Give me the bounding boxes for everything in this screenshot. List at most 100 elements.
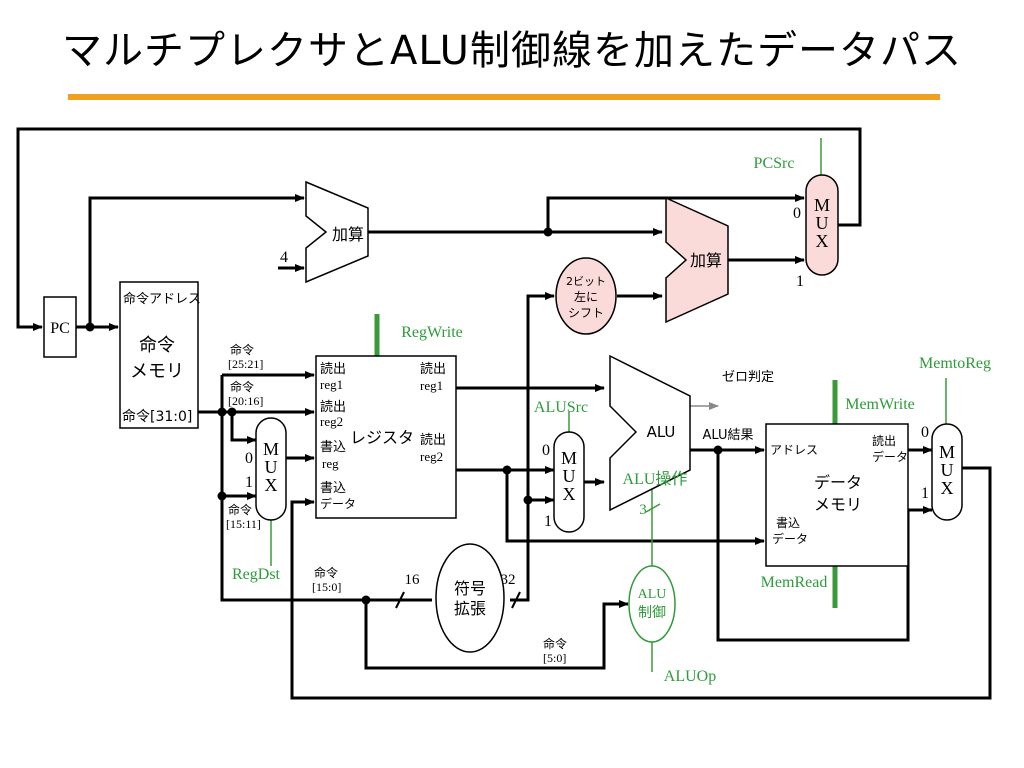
const-four: 4: [280, 249, 288, 266]
svg-text:メモリ: メモリ: [814, 495, 862, 514]
svg-text:命令: 命令: [228, 502, 252, 517]
svg-text:書込: 書込: [320, 481, 346, 496]
wire-imm-to-shift: [510, 292, 555, 602]
svg-text:X: X: [941, 478, 954, 498]
svg-text:0: 0: [542, 442, 550, 459]
svg-text:M: M: [939, 442, 955, 462]
bus-slash-32: [511, 591, 521, 609]
svg-text:データ: データ: [872, 449, 908, 464]
svg-text:シフト: シフト: [568, 306, 604, 320]
svg-text:[25:21]: [25:21]: [228, 357, 263, 371]
svg-text:M: M: [263, 439, 279, 459]
svg-text:X: X: [563, 484, 576, 504]
alusrc-mux: [553, 431, 585, 533]
svg-text:0: 0: [245, 450, 253, 467]
svg-text:1: 1: [921, 485, 929, 502]
alu-label: ALU: [647, 423, 676, 441]
svg-text:データ: データ: [320, 496, 356, 511]
wire-funct: [364, 600, 629, 670]
alusrc-label: ALUSrc: [534, 399, 588, 416]
svg-text:reg2: reg2: [320, 414, 343, 429]
regdst-mux: [255, 417, 287, 521]
svg-text:書込: 書込: [320, 440, 346, 455]
svg-text:読出: 読出: [320, 399, 346, 415]
svg-text:[15:0]: [15:0]: [312, 580, 341, 594]
svg-text:1: 1: [245, 474, 253, 491]
pc-label: PC: [50, 320, 70, 337]
pc-mux: [805, 174, 839, 276]
sign-extend: [435, 543, 505, 653]
svg-text:U: U: [941, 460, 954, 480]
memtoreg-mux: [931, 423, 963, 521]
svg-text:1: 1: [544, 513, 552, 530]
svg-text:拡張: 拡張: [454, 599, 486, 618]
shift-left-2: [555, 257, 617, 335]
svg-text:読出: 読出: [872, 433, 896, 448]
svg-text:書込: 書込: [776, 516, 800, 530]
imem-title-1: 命令: [139, 335, 175, 356]
bus-slash-16: [395, 591, 405, 609]
svg-text:16: 16: [405, 572, 421, 588]
svg-text:X: X: [265, 475, 278, 495]
datapath-wires: [16, 127, 992, 700]
svg-text:M: M: [561, 448, 577, 468]
svg-text:reg1: reg1: [320, 377, 343, 392]
svg-text:reg1: reg1: [420, 378, 443, 393]
svg-text:読出: 読出: [420, 361, 446, 377]
wire-pc4-to-mux: [546, 194, 805, 232]
register-file: [315, 355, 457, 519]
data-memory: [765, 423, 909, 567]
alu: [609, 354, 691, 512]
instruction-memory: [119, 281, 199, 429]
svg-text:読出: 読出: [420, 432, 446, 448]
svg-text:2ビット: 2ビット: [566, 275, 606, 288]
alu-control: [628, 565, 676, 643]
branch-adder: [665, 196, 729, 324]
svg-text:命令: 命令: [230, 379, 254, 394]
svg-text:[15:11]: [15:11]: [226, 517, 261, 531]
zero-label: ゼロ判定: [722, 370, 774, 385]
svg-text:[5:0]: [5:0]: [543, 651, 566, 665]
pc-register: [43, 296, 77, 358]
alu-operation-label: ALU操作: [623, 470, 688, 488]
pcsrc-label: PCSrc: [754, 155, 795, 172]
svg-text:U: U: [265, 457, 278, 477]
register-file-label: レジスタ: [350, 428, 414, 447]
wire-pc-to-adder: [88, 194, 305, 327]
title-underline: [68, 94, 940, 100]
imem-output-label: 命令[31:0]: [122, 408, 192, 425]
svg-text:命令: 命令: [543, 636, 567, 651]
wire-store-data: [505, 470, 765, 545]
alu-op-width: 3: [639, 502, 647, 518]
pc-adder-label: 加算: [332, 225, 364, 244]
svg-text:U: U: [563, 466, 576, 486]
svg-text:M: M: [814, 195, 830, 215]
svg-text:命令: 命令: [314, 565, 338, 580]
imem-title-2: メモリ: [130, 361, 184, 382]
branch-adder-label: 加算: [690, 251, 722, 270]
svg-text:0: 0: [921, 424, 929, 441]
svg-text:符号: 符号: [454, 579, 486, 598]
svg-text:ALU: ALU: [638, 587, 667, 602]
imem-address-label: 命令アドレス: [123, 291, 201, 307]
regdst-label: RegDst: [232, 566, 281, 583]
control-lines: [270, 138, 947, 672]
svg-text:U: U: [816, 213, 829, 233]
svg-text:reg: reg: [322, 456, 339, 471]
memread-label: MemRead: [761, 574, 828, 591]
svg-text:0: 0: [793, 205, 801, 222]
svg-text:読出: 読出: [320, 361, 346, 377]
wire-next-pc: [16, 127, 862, 331]
svg-text:32: 32: [501, 572, 516, 588]
svg-text:命令: 命令: [230, 342, 254, 357]
wire-alu-bypass: [716, 450, 933, 642]
memwrite-label: MemWrite: [845, 396, 915, 413]
regwrite-label: RegWrite: [401, 324, 463, 341]
svg-text:左に: 左に: [574, 289, 598, 304]
svg-text:reg2: reg2: [420, 449, 443, 464]
memtoreg-label: MemtoReg: [919, 355, 991, 372]
pc-adder: [305, 180, 369, 284]
svg-text:データ: データ: [772, 531, 808, 546]
wire-write-back: [290, 466, 992, 700]
